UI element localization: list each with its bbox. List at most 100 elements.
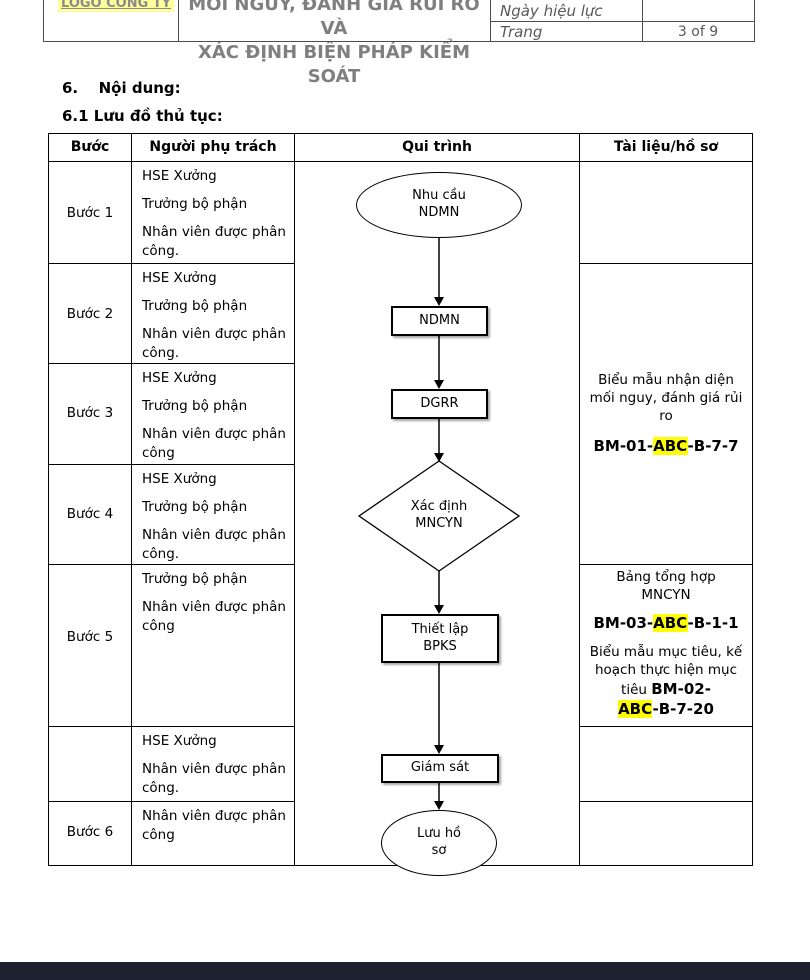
row-line-5-right [579,726,752,727]
document-title-line1: MỐI NGUY, ĐÁNH GIÁ RỦI RO VÀ [188,0,480,39]
flow-end-label-line1: Lưu hồ [416,826,462,842]
step-2-label: Bước 2 [66,306,114,322]
doc1-code: BM-01-ABC-B-7-7 [593,436,739,456]
flow-end-ellipse: Lưu hồ sơ [381,810,497,876]
column-header-person: Người phụ trách [149,139,277,155]
people-cell-row4: HSE Xưởng Trưởng bộ phận Nhân viên được … [132,464,294,564]
docs-cell-row5: Bảng tổng hợp MNCYN BM-03-ABC-B-1-1 Biểu… [580,564,752,726]
column-header-docs: Tài liệu/hồ sơ [613,139,719,155]
flow-decision-label-line1: Xác định [410,499,468,514]
doc1-code-highlight: ABC [653,436,688,455]
page-number: 3 of 9 [677,24,719,40]
people-text: Nhân viên được phân công. [142,224,286,260]
flow-ndmn-box: NDMN [391,306,488,336]
people-text: Trưởng bộ phận [142,398,248,415]
people-cell-row2: HSE Xưởng Trưởng bộ phận Nhân viên được … [132,263,294,363]
people-text: Nhân viên được phân công [142,426,286,462]
people-text: Trưởng bộ phận [142,298,248,315]
flow-setup-label-line2: BPKS [423,638,457,654]
people-cell-row7: Nhân viên được phân công [132,801,294,866]
people-cell-row6: HSE Xưởng Nhân viên được phân công. [132,726,294,801]
doc3-code-highlight: ABC [618,700,653,719]
doc2-description: Bảng tổng hợp MNCYN [616,569,716,604]
header-border-v3 [642,0,643,42]
doc1-code-pre: BM-01- [593,436,654,455]
document-title-line2: XÁC ĐỊNH BIỆN PHÁP KIỂM SOÁT [197,42,470,87]
section-title: Nội dung: [98,79,181,97]
flow-decision-label-line2: MNCYN [415,515,463,531]
people-cell-row5: Trưởng bộ phận Nhân viên được phân công [132,564,294,726]
table-header-line [49,161,752,162]
flow-decision-label: Xác định MNCYN [389,499,489,533]
step-5-label: Bước 5 [66,629,114,645]
row-line-4-left [49,564,295,565]
row-line-4-right [579,564,752,565]
flow-setup-label-line1: Thiết lập [411,621,469,637]
flow-monitor-label: Giám sát [410,760,470,776]
people-cell-row1: HSE Xưởng Trưởng bộ phận Nhân viên được … [132,161,294,263]
doc1-code-post: -B-7-7 [687,436,739,455]
people-text: HSE Xưởng [142,168,217,184]
step-6-label: Bước 6 [66,824,114,840]
header-border-v2 [490,0,491,42]
people-text: HSE Xưởng [142,270,217,286]
header-border-right [754,0,755,42]
header-border-bottom [43,41,755,42]
people-text: Nhân viên được phân công. [142,326,286,362]
people-text: HSE Xưởng [142,471,217,487]
table-vline-1 [131,134,132,865]
people-text: HSE Xưởng [142,733,217,749]
doc2-code-post: -B-1-1 [687,614,739,633]
effective-date-label: Ngày hiệu lực [500,2,603,20]
header-border-mid [490,21,755,22]
row-line-6-left [49,801,295,802]
flow-start-label-line1: Nhu cầu [412,188,466,204]
flow-setup-box: Thiết lập BPKS [381,614,499,663]
section-number: 6. [62,79,79,97]
doc3-code-post: -B-7-20 [652,700,714,719]
step-4-label: Bước 4 [66,506,114,522]
people-text: Trưởng bộ phận [142,196,248,213]
table-vline-2 [294,134,295,865]
column-header-process: Qui trình [402,139,472,155]
doc3-description: Biểu mẫu mục tiêu, kế hoạch thực hiện mụ… [586,643,746,720]
row-line-6-right [579,801,752,802]
people-text: Nhân viên được phân công [142,808,286,844]
step-1-label: Bước 1 [66,205,114,221]
flow-end-label-line2: sơ [431,843,447,858]
people-text: Nhân viên được phân công. [142,761,286,797]
doc2-code: BM-03-ABC-B-1-1 [586,613,746,633]
flow-dgrr-box: DGRR [391,389,488,419]
step-3-label: Bước 3 [66,405,114,421]
doc3-text: Biểu mẫu mục tiêu, kế hoạch thực hiện mụ… [589,643,743,699]
subsection-heading: 6.1 Lưu đồ thủ tục: [62,107,223,125]
row-line-3-left [49,464,295,465]
people-text: Trưởng bộ phận [142,499,248,516]
people-text: Trưởng bộ phận [142,571,248,587]
table-vline-3 [579,134,580,865]
section-heading: 6. Nội dung: [62,79,181,97]
doc1-description: Biểu mẫu nhận diện mối nguy, đánh giá rủ… [589,372,743,425]
people-text: HSE Xưởng [142,370,217,386]
docs-cell-merged: Biểu mẫu nhận diện mối nguy, đánh giá rủ… [580,263,752,564]
people-text: Nhân viên được phân công [142,599,286,635]
flowchart-connectors [357,238,521,810]
flow-ndmn-label: NDMN [419,312,460,328]
procedure-table: Bước Người phụ trách Qui trình Tài liệu/… [48,133,753,876]
row-line-2-left [49,363,295,364]
header-border-left [43,0,44,42]
header-border-v1 [178,0,179,42]
people-text: Nhân viên được phân công. [142,527,286,563]
row-line-5-left [49,726,295,727]
taskbar [0,962,810,980]
flow-start-ellipse: Nhu cầu NDMN [356,172,522,238]
row-line-1-right [579,263,752,264]
document-title: MỐI NGUY, ĐÁNH GIÁ RỦI RO VÀ XÁC ĐỊNH BI… [180,0,488,89]
flow-start-label-line2: NDMN [418,205,460,220]
doc3-code-pre: BM-02- [651,680,711,699]
doc2-code-pre: BM-03- [593,614,654,633]
flow-monitor-box: Giám sát [381,754,499,783]
page-label: Trang [500,23,543,41]
company-logo: LOGO CÔNG TY [58,0,175,12]
